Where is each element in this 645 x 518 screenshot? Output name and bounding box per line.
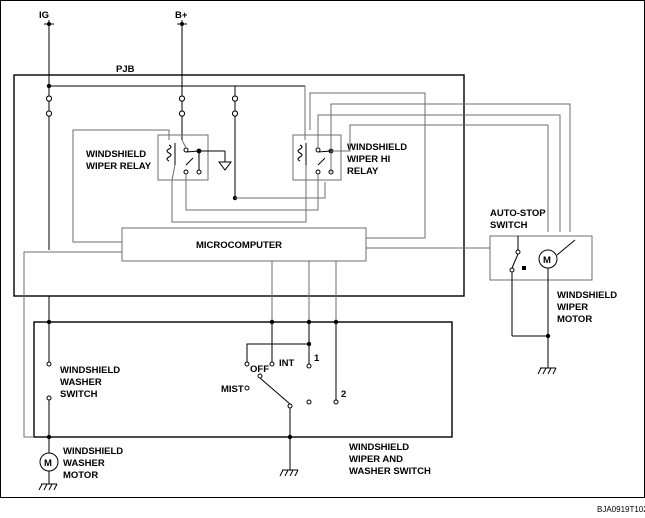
- wiper-relay-label-2: WIPER RELAY: [86, 161, 152, 172]
- washer-motor-label-3: MOTOR: [63, 470, 98, 481]
- ig-label: IG: [39, 10, 49, 21]
- washer-switch-label-2: WASHER: [60, 377, 102, 388]
- auto-stop-switch: [509, 236, 526, 336]
- washer-motor-symbol: M: [38, 437, 59, 491]
- washer-switch-label-1: WINDSHIELD: [60, 365, 120, 376]
- motor-assembly-box: [489, 235, 593, 281]
- wiper-washer-switch-label-1: WINDSHIELD: [349, 442, 409, 453]
- washer-motor-label-1: WINDSHIELD: [63, 446, 123, 457]
- wiper-motor-label-2: WIPER: [557, 302, 588, 313]
- switch-pos-mist: MIST: [221, 384, 244, 395]
- ig-terminal: IG: [39, 10, 54, 75]
- wiper-relay: [157, 134, 232, 181]
- wiper-hi-relay-label-2: WIPER HI: [347, 154, 390, 165]
- wiper-relay-label-1: WINDSHIELD: [86, 149, 146, 160]
- wiper-washer-switch-label-2: WIPER AND: [349, 454, 403, 465]
- relay-wiring: [72, 86, 571, 249]
- pjb-box: [13, 74, 465, 297]
- switch-pos-off: OFF: [250, 364, 269, 375]
- microcomputer-label: MICROCOMPUTER: [196, 240, 282, 251]
- pjb-label: PJB: [116, 64, 135, 75]
- wiper-hi-relay-label-1: WINDSHIELD: [347, 142, 407, 153]
- wiper-motor-m: M: [543, 255, 551, 266]
- microcomputer-box: [121, 227, 367, 262]
- switch-pos-2: 2: [341, 389, 346, 400]
- figure-code: BJA0919T102: [597, 505, 645, 514]
- bplus-label: B+: [175, 10, 188, 21]
- pjb-fuses: [45, 75, 305, 250]
- wiper-motor-label-3: MOTOR: [557, 314, 592, 325]
- wiper-motor-label-1: WINDSHIELD: [557, 290, 617, 301]
- washer-motor-m: M: [44, 458, 52, 469]
- switch-pos-1: 1: [314, 353, 320, 364]
- wiper-washer-switch-label-3: WASHER SWITCH: [349, 466, 431, 477]
- auto-stop-label-2: SWITCH: [490, 220, 528, 231]
- washer-motor-label-2: WASHER: [63, 458, 105, 469]
- switch-pos-int: INT: [279, 358, 295, 369]
- bplus-terminal: B+: [175, 10, 188, 75]
- wiper-motor-ground: [512, 333, 557, 375]
- washer-switch-label-3: SWITCH: [60, 389, 98, 400]
- auto-stop-label-1: AUTO-STOP: [490, 208, 546, 219]
- wiper-hi-relay-label-3: RELAY: [347, 166, 379, 177]
- wiper-hi-relay: [292, 134, 342, 181]
- switch-box-wiring: [23, 251, 452, 477]
- wiper-motor-symbol: M: [538, 239, 576, 336]
